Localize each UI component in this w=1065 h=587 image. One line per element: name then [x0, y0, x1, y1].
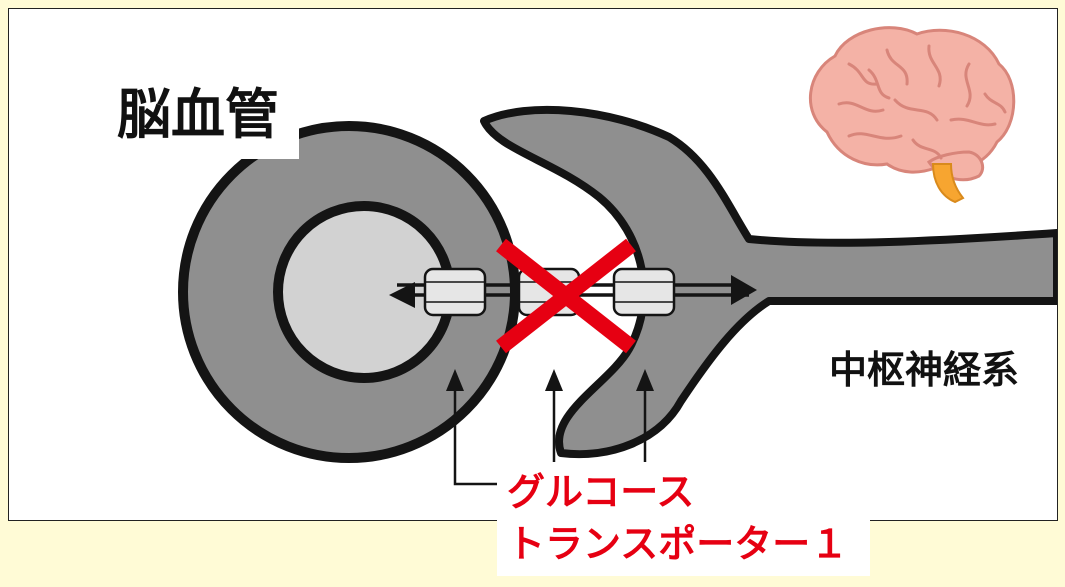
cross-mark-icon [496, 238, 636, 354]
central-nervous-system-label: 中枢神経系 [829, 348, 1020, 392]
pointer-arrow-heads [446, 369, 654, 391]
arrow-head-left [389, 282, 415, 308]
transporter-label-line2: トランスポーター１ [507, 522, 849, 566]
glucose-transporter-label: グルコース トランスポーター１ [497, 462, 871, 576]
arrow-head-right [731, 275, 757, 305]
brain-icon [808, 26, 1016, 204]
transporter-label-line1: グルコース [507, 470, 695, 514]
brain-vessel-label: 脳血管 [117, 64, 299, 159]
figure-box: 脳血管 中枢神経系 [8, 8, 1058, 521]
bbb-diagram [178, 26, 1057, 486]
